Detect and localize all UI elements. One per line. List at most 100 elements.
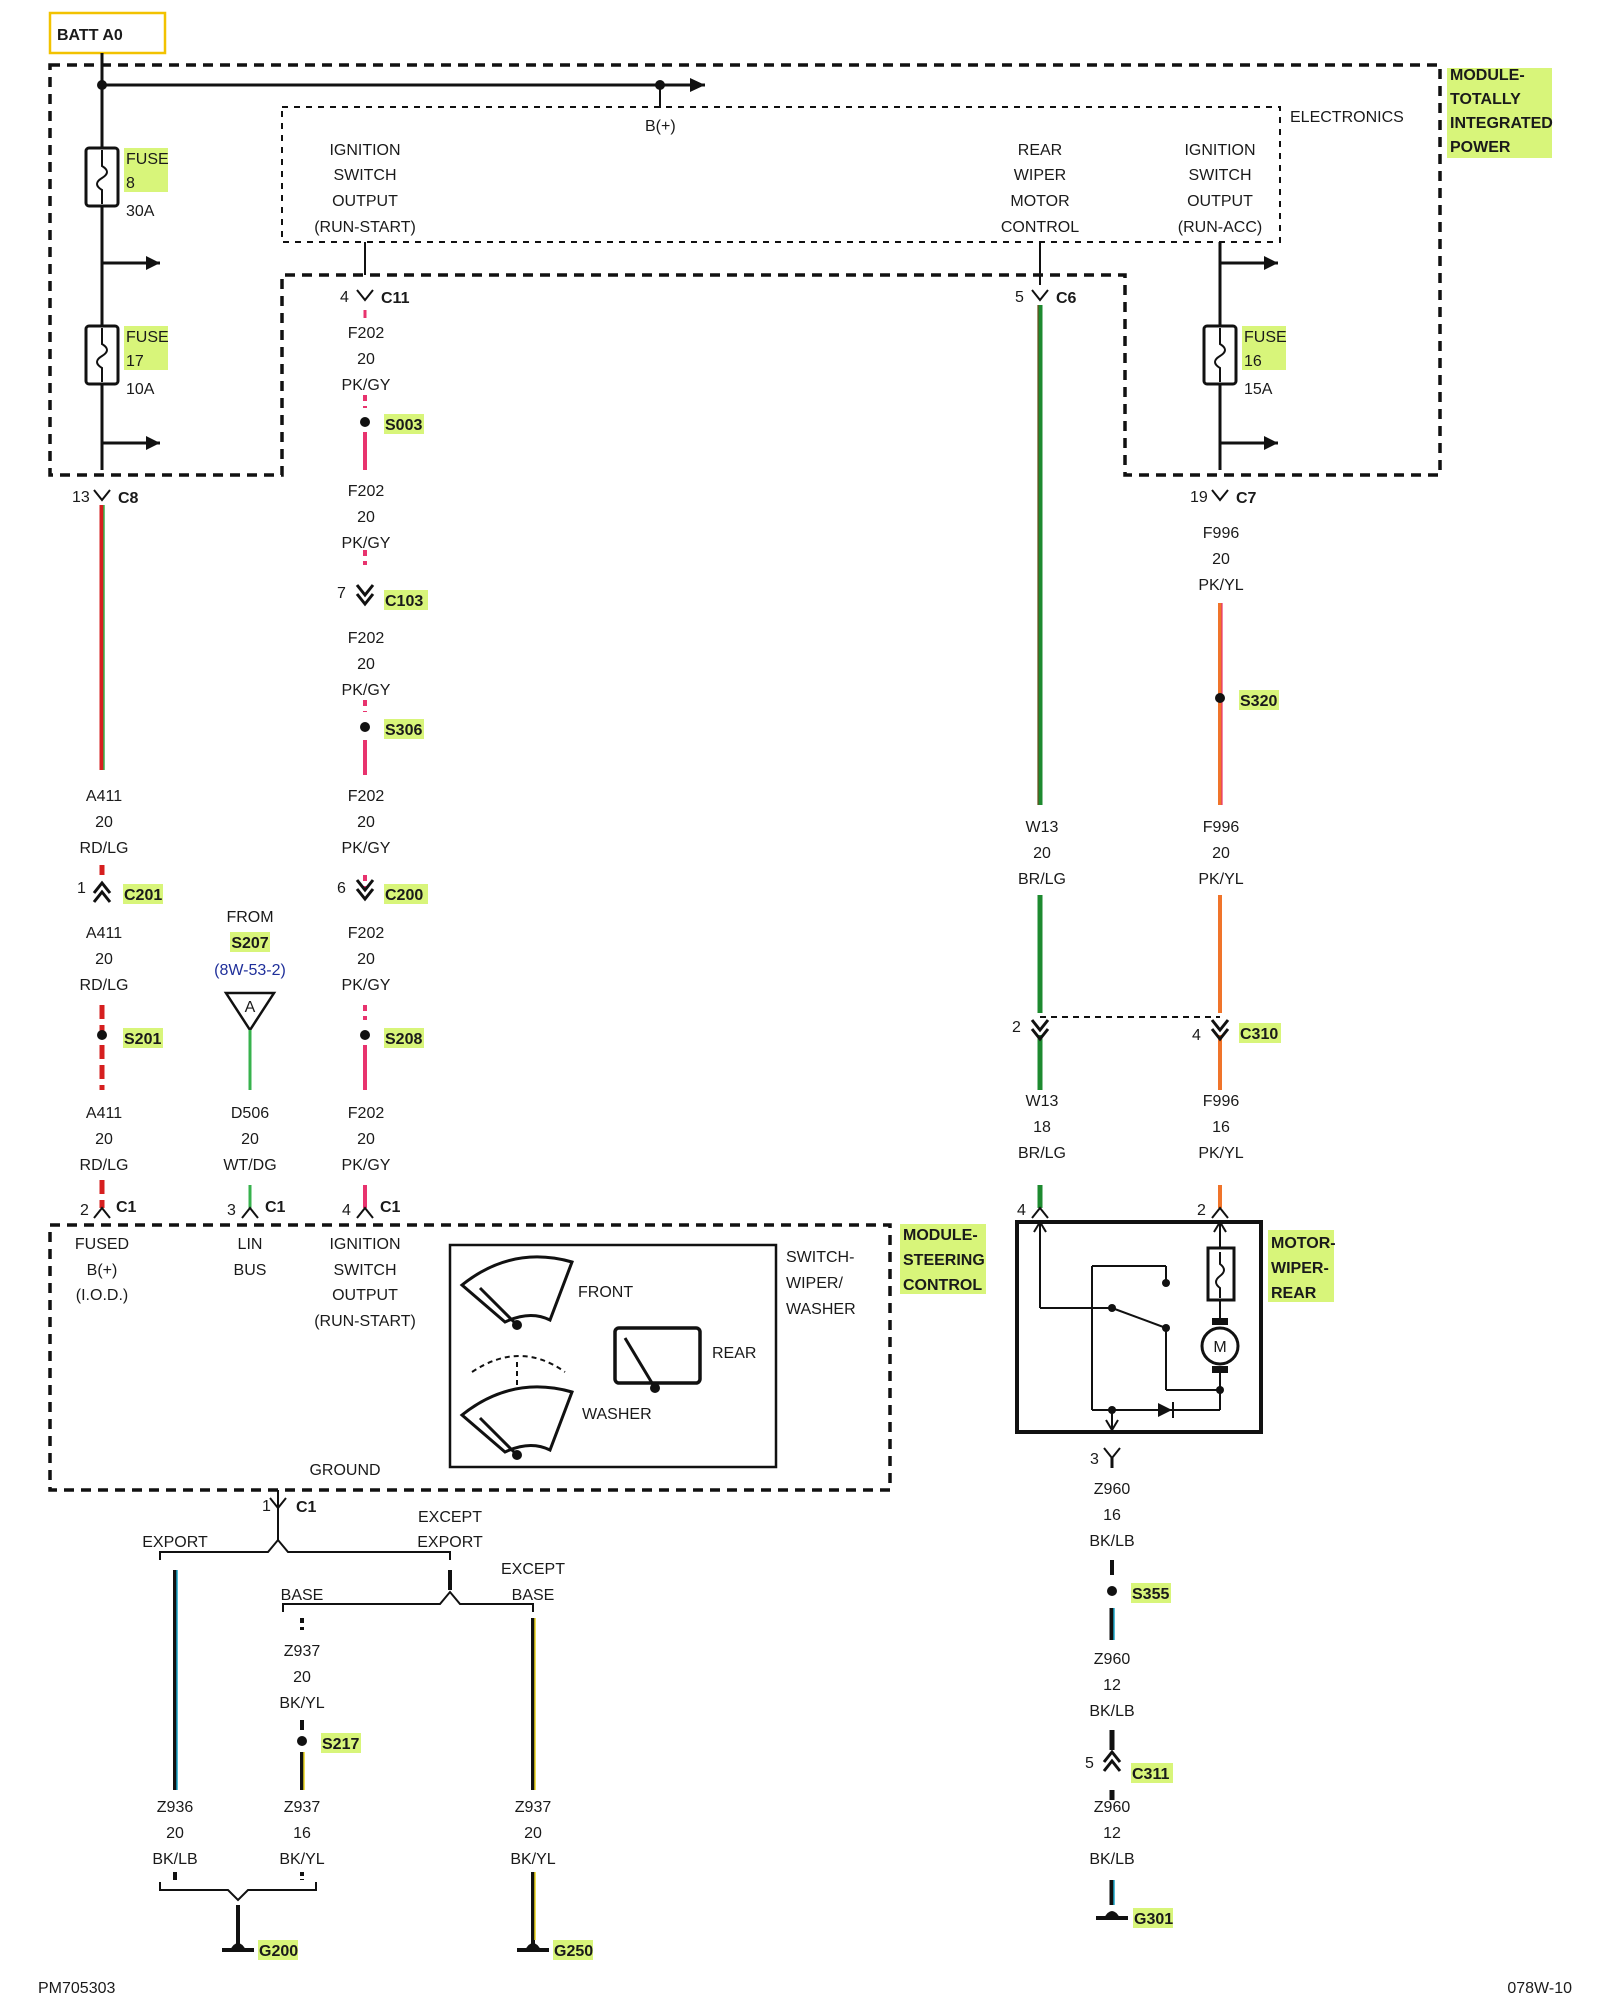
batt-label: BATT A0 <box>57 27 123 44</box>
svg-text:OUTPUT: OUTPUT <box>332 1287 398 1304</box>
svg-text:BASE: BASE <box>512 1587 555 1604</box>
rear-wiper-icon <box>613 1326 702 1393</box>
s306-name: S306 <box>385 722 422 739</box>
motor-label-highlight <box>1268 1230 1334 1302</box>
svg-text:20: 20 <box>357 1131 375 1148</box>
fuse-8-out-arrow <box>146 256 160 270</box>
svg-text:REAR: REAR <box>1018 142 1062 159</box>
svg-text:MODULE-: MODULE- <box>1450 67 1525 84</box>
pin-func-ign-run-start: IGNITION SWITCH OUTPUT (RUN-START) <box>314 142 416 236</box>
svg-text:WIPER/: WIPER/ <box>786 1275 843 1292</box>
fuse-17-rating: 10A <box>126 381 155 398</box>
svg-text:Z937: Z937 <box>284 1799 321 1816</box>
a411-label-2: A411 20 RD/LG <box>80 925 129 994</box>
svg-text:20: 20 <box>1212 551 1230 568</box>
svg-text:Z937: Z937 <box>515 1799 552 1816</box>
svg-text:16: 16 <box>293 1825 311 1842</box>
svg-text:SWITCH: SWITCH <box>333 1262 396 1279</box>
front-wiper-icon <box>459 1255 574 1330</box>
c1a-connector-icon <box>93 1206 111 1219</box>
fuse-8-rating: 30A <box>126 203 155 220</box>
steering-module-name: MODULE- STEERING CONTROL <box>903 1227 985 1294</box>
svg-text:CONTROL: CONTROL <box>903 1277 982 1294</box>
base-label: BASE <box>281 1587 324 1604</box>
s207-name: S207 <box>231 935 268 952</box>
ground-g301-icon <box>1096 1911 1128 1920</box>
front-label: FRONT <box>578 1284 633 1301</box>
svg-text:WIPER-: WIPER- <box>1271 1260 1329 1277</box>
fuse-16-out-arrow <box>1264 436 1278 450</box>
s306-dot <box>360 722 370 732</box>
svg-text:SWITCH: SWITCH <box>1188 167 1251 184</box>
svg-text:A411: A411 <box>86 788 122 805</box>
f202-label-5: F202 20 PK/GY <box>342 925 391 994</box>
fuse-16-highlight <box>1242 326 1286 370</box>
f202-label-2: F202 20 PK/GY <box>342 483 391 552</box>
svg-text:F202: F202 <box>348 630 385 647</box>
s355-name: S355 <box>1132 1586 1169 1603</box>
c200-connector-icon <box>355 879 375 902</box>
c1c-name: C1 <box>380 1199 401 1216</box>
svg-text:REAR: REAR <box>1271 1285 1317 1302</box>
g200-merge-brace <box>159 1882 317 1902</box>
c310-name: C310 <box>1240 1026 1278 1043</box>
svg-text:20: 20 <box>357 951 375 968</box>
svg-text:OUTPUT: OUTPUT <box>1187 193 1253 210</box>
f202-label-1: F202 20 PK/GY <box>342 325 391 394</box>
c6-name: C6 <box>1056 290 1077 307</box>
m4-pin: 4 <box>1017 1202 1026 1219</box>
z936-label: Z936 20 BK/LB <box>152 1799 197 1868</box>
c11-connector-icon <box>356 289 374 302</box>
svg-text:16: 16 <box>1103 1507 1121 1524</box>
c200-pin: 6 <box>337 880 346 897</box>
c6-connector-icon <box>1031 289 1049 302</box>
svg-text:PK/YL: PK/YL <box>1198 871 1243 888</box>
svg-text:(RUN-START): (RUN-START) <box>314 219 416 236</box>
svg-text:CONTROL: CONTROL <box>1001 219 1079 236</box>
s208-highlight <box>384 1028 424 1048</box>
z960-label-3: Z960 12 BK/LB <box>1089 1799 1134 1868</box>
svg-text:EXCEPT: EXCEPT <box>418 1509 482 1526</box>
s003-highlight <box>384 414 424 434</box>
svg-text:W13: W13 <box>1026 819 1059 836</box>
svg-text:RD/LG: RD/LG <box>80 977 129 994</box>
except-export-label: EXCEPT EXPORT <box>417 1509 483 1551</box>
svg-text:W13: W13 <box>1026 1093 1059 1110</box>
svg-text:B(+): B(+) <box>87 1262 118 1279</box>
svg-text:20: 20 <box>357 814 375 831</box>
pin-func-ign-run-start-2: IGNITION SWITCH OUTPUT (RUN-START) <box>314 1236 416 1330</box>
z937-label-2: Z937 16 BK/YL <box>279 1799 324 1868</box>
wire-z960 <box>1109 1458 1115 1905</box>
export-brace <box>159 1538 451 1560</box>
pin-func-rear-wiper: REAR WIPER MOTOR CONTROL <box>1001 142 1079 236</box>
svg-text:STEERING: STEERING <box>903 1252 985 1269</box>
s208-name: S208 <box>385 1031 422 1048</box>
s207-page-ref[interactable]: (8W-53-2) <box>214 962 286 979</box>
c310b-pin: 4 <box>1192 1027 1201 1044</box>
wire-f996 <box>1218 603 1223 1208</box>
g200-name: G200 <box>259 1943 298 1960</box>
c7-pin: 19 <box>1190 489 1208 506</box>
c8-name: C8 <box>118 490 139 507</box>
svg-text:20: 20 <box>241 1131 259 1148</box>
c103-connector-icon <box>355 584 375 607</box>
fuse-17-highlight <box>124 326 168 370</box>
c7-name: C7 <box>1236 490 1257 507</box>
svg-text:(RUN-ACC): (RUN-ACC) <box>1178 219 1262 236</box>
motor-symbol: M <box>1213 1339 1226 1356</box>
bplus-label: B(+) <box>645 118 676 135</box>
c11-pin: 4 <box>340 289 349 306</box>
washer-icon <box>459 1355 574 1460</box>
svg-text:PK/GY: PK/GY <box>342 977 391 994</box>
svg-text:20: 20 <box>1033 845 1051 862</box>
svg-text:20: 20 <box>357 351 375 368</box>
svg-text:BK/LB: BK/LB <box>1089 1533 1134 1550</box>
ground-g250-icon <box>517 1943 549 1952</box>
fuse-8-highlight <box>124 148 168 192</box>
svg-text:PK/GY: PK/GY <box>342 377 391 394</box>
m2-pin: 2 <box>1197 1202 1206 1219</box>
svg-text:F996: F996 <box>1203 1093 1240 1110</box>
svg-text:INTEGRATED: INTEGRATED <box>1450 115 1553 132</box>
svg-text:BK/YL: BK/YL <box>279 1695 324 1712</box>
svg-text:BUS: BUS <box>234 1262 267 1279</box>
